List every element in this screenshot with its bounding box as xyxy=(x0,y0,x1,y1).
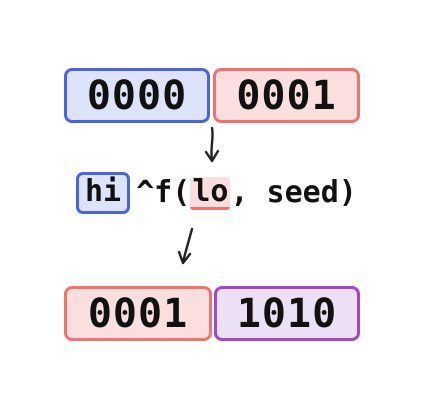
formula-seed-close: , seed) xyxy=(230,175,357,210)
input-lo-bits: 0001 xyxy=(213,68,360,123)
arrow-down-left-icon xyxy=(177,227,194,265)
output-lo-bits: 0001 xyxy=(64,286,212,341)
formula-xor-f-open: ^f( xyxy=(136,175,191,210)
output-new-bits: 1010 xyxy=(214,286,360,341)
formula-hi-term: hi xyxy=(76,172,131,214)
input-hi-bits: 0000 xyxy=(64,68,210,123)
formula-lo-term: lo xyxy=(190,173,231,210)
round-formula: hi ^f( lo , seed) xyxy=(76,170,357,216)
arrow-down-icon xyxy=(204,126,220,163)
